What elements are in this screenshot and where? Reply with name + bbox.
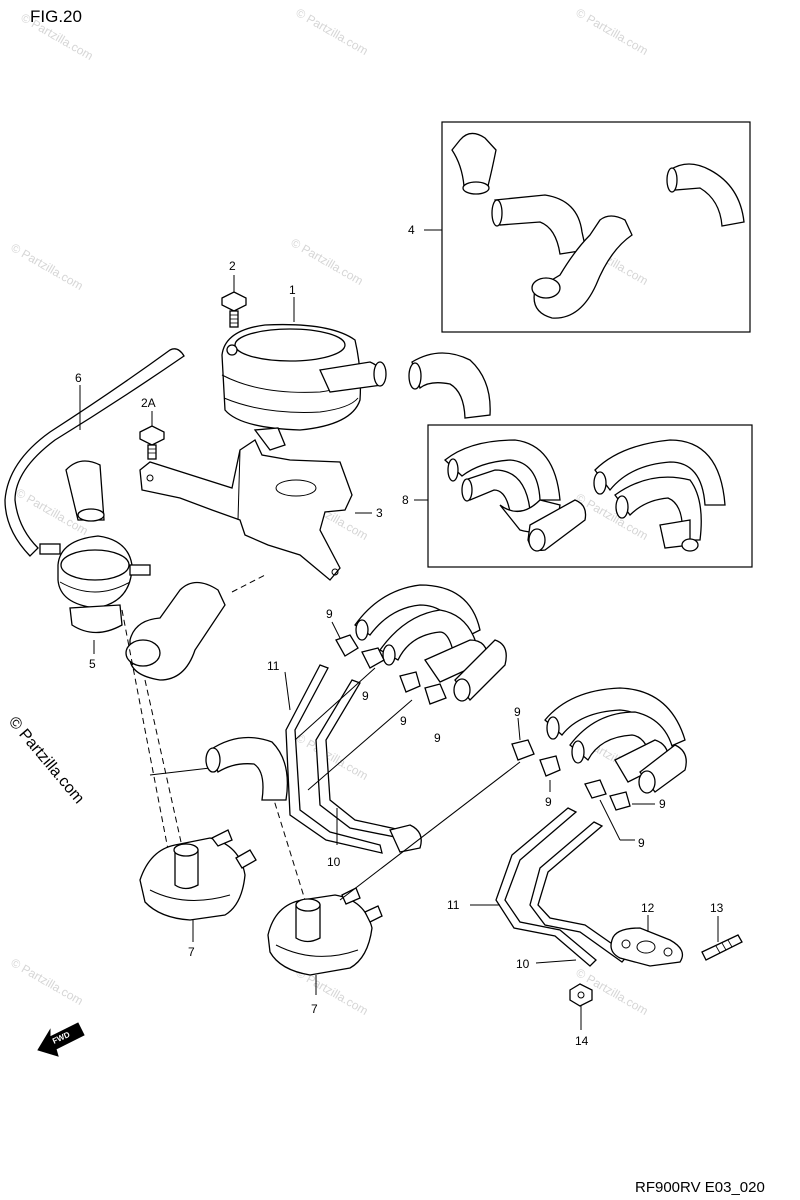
callout-3: 3: [376, 506, 383, 520]
part-13-stud[interactable]: [701, 934, 743, 961]
watermark-text: © Partzilla.com: [9, 955, 86, 1008]
callout-4: 4: [408, 223, 415, 237]
hose-bend-left[interactable]: [125, 581, 226, 681]
part-10-pipe-upper[interactable]: [389, 824, 422, 853]
callout-9-h: 9: [638, 836, 645, 850]
part-7-cover-right[interactable]: [267, 887, 383, 976]
part-3-bracket[interactable]: [139, 439, 353, 581]
part-2-bolt[interactable]: [221, 291, 247, 328]
callout-2: 2: [229, 259, 236, 273]
partzilla-watermark: © Partzilla.com: [5, 714, 87, 808]
part-2a-bolt[interactable]: [139, 425, 165, 460]
callout-7-left: 7: [188, 945, 195, 959]
part-6-hose[interactable]: [4, 348, 185, 557]
watermark-text: © Partzilla.com: [294, 5, 371, 58]
callout-9-f: 9: [545, 795, 552, 809]
part-5-reed-valve[interactable]: [39, 460, 151, 634]
watermark-text: © Partzilla.com: [9, 240, 86, 293]
part-12-gasket[interactable]: [610, 927, 684, 967]
callout-9-b: 9: [362, 689, 369, 703]
hose-u-lower[interactable]: [544, 687, 687, 794]
callout-14: 14: [575, 1034, 589, 1048]
callout-2a: 2A: [141, 396, 156, 410]
hose-set-8-box: [427, 424, 753, 568]
part-7-cover-left[interactable]: [139, 829, 257, 921]
callout-9-a: 9: [326, 607, 333, 621]
callout-9-c: 9: [400, 714, 407, 728]
watermark-text: © Partzilla.com: [294, 730, 371, 783]
figure-title: FIG.20: [30, 7, 82, 26]
callout-13: 13: [710, 901, 724, 915]
part-11-pipe-lower[interactable]: [495, 807, 629, 967]
callout-5: 5: [89, 657, 96, 671]
callout-11-lower: 11: [447, 898, 460, 912]
callout-10-lower: 10: [516, 957, 530, 971]
callout-10-upper: 10: [327, 855, 341, 869]
hose-elbow[interactable]: [408, 352, 491, 419]
figure-code: RF900RV E03_020: [635, 1179, 765, 1196]
part-14-nut[interactable]: [569, 983, 593, 1007]
hose-elbow-middle[interactable]: [205, 736, 289, 801]
callout-11-upper: 11: [267, 659, 280, 673]
callout-1: 1: [289, 283, 296, 297]
hose-set-4[interactable]: [451, 132, 745, 319]
watermark-text: © Partzilla.com: [289, 235, 366, 288]
watermark-text: © Partzilla.com: [574, 5, 651, 58]
fwd-direction-arrow: FWD: [37, 1022, 85, 1057]
callout-7-right: 7: [311, 1002, 318, 1016]
callout-12: 12: [641, 901, 655, 915]
clamp-9[interactable]: [335, 634, 447, 705]
callout-9-g: 9: [659, 797, 666, 811]
callout-8: 8: [402, 493, 409, 507]
callout-9-d: 9: [434, 731, 441, 745]
callout-9-e: 9: [514, 705, 521, 719]
hose-set-4-box: [441, 121, 751, 333]
callout-6: 6: [75, 371, 82, 385]
clamp-9-lower[interactable]: [511, 739, 631, 811]
hose-u-upper[interactable]: [354, 584, 507, 702]
part-1-valve-housing[interactable]: [221, 323, 387, 451]
hose-set-8[interactable]: [444, 439, 726, 552]
